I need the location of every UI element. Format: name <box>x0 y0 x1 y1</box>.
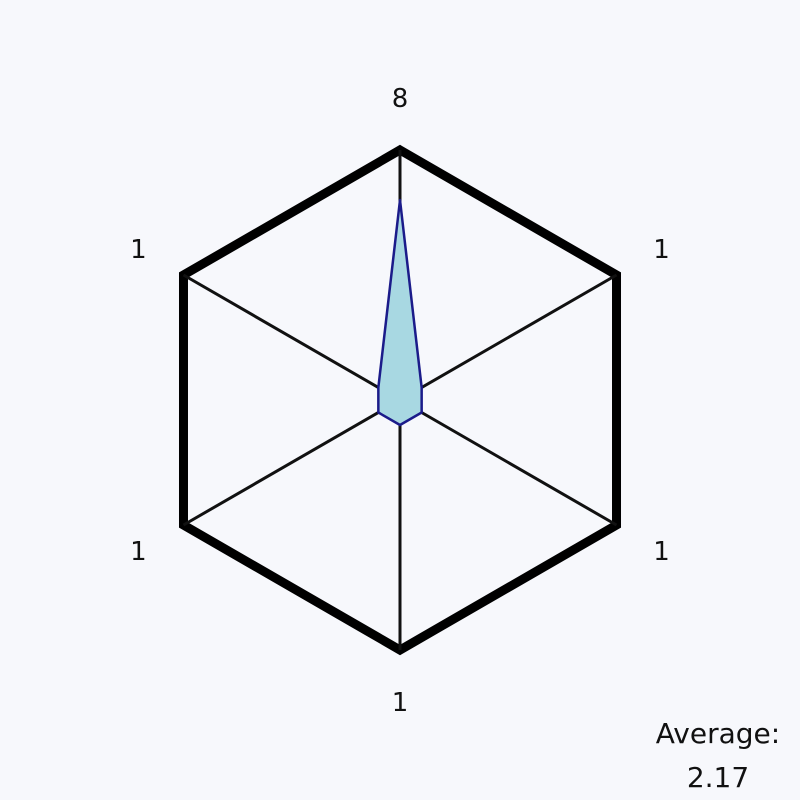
radar-spoke <box>182 273 401 402</box>
axis-labels: 8 1 1 1 1 1 <box>130 84 670 718</box>
average-box: Average: 2.17 <box>648 712 788 800</box>
average-value: 2.17 <box>686 761 750 794</box>
radar-spoke <box>399 398 618 527</box>
average-label: Average: <box>655 717 781 750</box>
axis-value-label: 8 <box>392 84 409 114</box>
radar-spoke <box>399 273 618 402</box>
axis-value-label: 1 <box>130 235 147 265</box>
axis-value-label: 1 <box>130 537 147 567</box>
axis-value-label: 1 <box>392 688 409 718</box>
axis-value-label: 1 <box>653 235 670 265</box>
axis-value-label: 1 <box>653 537 670 567</box>
data-polygon <box>377 198 423 427</box>
radar-spoke <box>182 398 401 527</box>
